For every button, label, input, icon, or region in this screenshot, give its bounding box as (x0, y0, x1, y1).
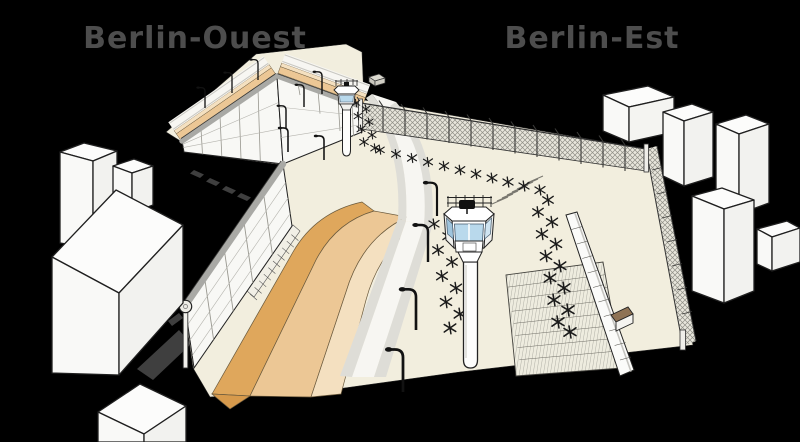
west-building-4 (97, 383, 187, 442)
inner-wall (565, 211, 635, 377)
anti-vehicle-trench (210, 201, 424, 410)
watchtower-far (333, 79, 360, 157)
east-berlin-label: Berlin-Est (504, 21, 679, 56)
east-building-5 (756, 220, 800, 272)
trench-grate-near (246, 224, 301, 301)
watchtower-main (443, 195, 495, 369)
wall-shadow (137, 170, 266, 380)
east-building-1 (602, 85, 675, 143)
west-berlin-label: Berlin-Ouest (83, 21, 307, 56)
inner-wall-brown-segment (610, 306, 634, 332)
outer-wall (178, 73, 365, 370)
east-fence (643, 143, 697, 351)
east-buildings (602, 85, 800, 304)
east-building-4 (691, 187, 755, 304)
signal-fence (356, 96, 647, 172)
west-building-3 (51, 189, 184, 376)
west-buildings (51, 142, 187, 442)
east-building-2 (662, 103, 714, 187)
